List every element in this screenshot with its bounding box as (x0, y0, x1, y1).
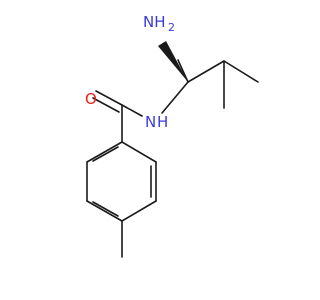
amide-hydrogen-label: H (157, 113, 168, 131)
amide-bond (121, 104, 143, 117)
benzene-ring (86, 141, 157, 222)
chiral-isopropyl-bond (187, 60, 225, 83)
stereo-wedge-bond (158, 41, 188, 82)
amide-nitrogen-label: N (145, 113, 156, 131)
isopropyl-methyl-bond-1 (223, 60, 259, 83)
n-ch2-bond (161, 81, 189, 114)
ch2-chiral-bond (177, 59, 189, 83)
carbonyl-double-bond (92, 90, 123, 113)
amine-nitrogen-label: NH (143, 13, 166, 31)
oxygen-atom-label: O (85, 90, 97, 108)
molecule-structure: O N H NH 2 (85, 13, 259, 258)
amine-subscript-label: 2 (168, 21, 175, 34)
